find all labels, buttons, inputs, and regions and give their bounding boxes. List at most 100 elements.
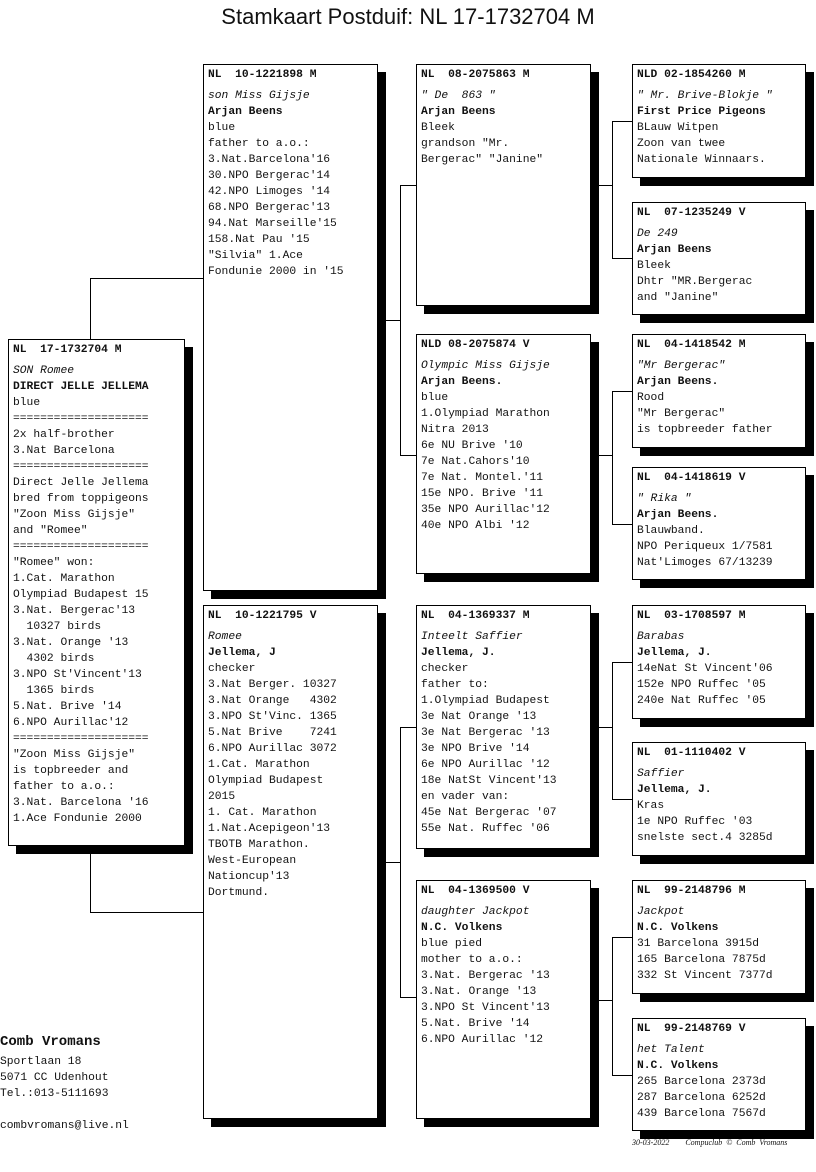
detail-line: 1.Cat. Marathon: [208, 759, 310, 771]
connector-line: [400, 185, 401, 455]
detail-line: Bleek: [637, 260, 671, 272]
detail-line: 3.Nat.Barcelona'16: [208, 154, 331, 166]
owner-email: combvromans@live.nl: [0, 1120, 129, 1132]
detail-line: Nationale Winnaars.: [637, 154, 766, 166]
detail-line: 6e NU Brive '10: [421, 440, 523, 452]
pigeon-name: Inteelt Saffier: [421, 631, 523, 643]
detail-line: 3.NPO St Vincent'13: [421, 1002, 550, 1014]
connector-line: [612, 391, 632, 392]
detail-line: 2x half-brother: [13, 429, 115, 441]
pigeon-name: De 249: [637, 228, 678, 240]
detail-line: 5.Nat Brive 7241: [208, 727, 337, 739]
pigeon-card-gg-4: NL 04-1418619 V" Rika "Arjan Beens.Blauw…: [632, 467, 806, 580]
breeder-name: Arjan Beens: [421, 106, 496, 118]
ring-number: NL 10-1221795 V: [208, 610, 317, 622]
ring-number: NL 99-2148769 V: [637, 1023, 746, 1035]
detail-line: 1. Cat. Marathon: [208, 807, 317, 819]
detail-line: Nat'Limoges 67/13239: [637, 557, 773, 569]
detail-line: Olympiad Budapest: [208, 775, 324, 787]
detail-line: 4302 birds: [13, 653, 95, 665]
ring-number: NL 01-1110402 V: [637, 747, 746, 759]
detail-line: 7e Nat.Cahors'10: [421, 456, 530, 468]
detail-line: ====================: [13, 733, 149, 745]
detail-line: 3.Nat. Orange '13: [13, 637, 129, 649]
detail-line: 3e Nat Bergerac '13: [421, 727, 550, 739]
detail-line: NPO Periqueux 1/7581: [637, 541, 773, 553]
pigeon-name: " Mr. Brive-Blokje ": [637, 90, 773, 102]
ring-number: NL 17-1732704 M: [13, 344, 122, 356]
detail-line: 15e NPO. Brive '11: [421, 488, 544, 500]
detail-line: 3.Nat Berger. 10327: [208, 679, 337, 691]
detail-line: 265 Barcelona 2373d: [637, 1076, 766, 1088]
detail-line: "Romee" won:: [13, 557, 95, 569]
breeder-name: Arjan Beens.: [637, 376, 719, 388]
detail-line: 6.NPO Aurillac 3072: [208, 743, 337, 755]
detail-line: 3e NPO Brive '14: [421, 743, 530, 755]
connector-line: [612, 121, 613, 258]
connector-line: [612, 799, 632, 800]
detail-line: 3.Nat. Orange '13: [421, 986, 537, 998]
ring-number: NL 04-1369500 V: [421, 885, 530, 897]
detail-line: Nitra 2013: [421, 424, 489, 436]
ring-number: NL 99-2148796 M: [637, 885, 746, 897]
detail-line: 6.NPO Aurillac'12: [13, 717, 129, 729]
detail-line: 158.Nat Pau '15: [208, 234, 310, 246]
connector-line: [378, 320, 400, 321]
breeder-name: DIRECT JELLE JELLEMA: [13, 381, 149, 393]
detail-line: 3.Nat. Barcelona '16: [13, 797, 149, 809]
detail-line: 7e Nat. Montel.'11: [421, 472, 544, 484]
detail-line: 94.Nat Marseille'15: [208, 218, 337, 230]
detail-line: 40e NPO Albi '12: [421, 520, 530, 532]
pigeon-name: het Talent: [637, 1044, 705, 1056]
connector-line: [400, 727, 416, 728]
pigeon-name: daughter Jackpot: [421, 906, 530, 918]
breeder-name: First Price Pigeons: [637, 106, 766, 118]
connector-line: [90, 912, 203, 913]
detail-line: 10327 birds: [13, 621, 102, 633]
breeder-name: Jellema, J.: [637, 784, 712, 796]
detail-line: 3.NPO St'Vinc. 1365: [208, 711, 337, 723]
detail-line: 3.Nat. Bergerac '13: [421, 970, 550, 982]
connector-line: [90, 278, 203, 279]
detail-line: 45e Nat Bergerac '07: [421, 807, 557, 819]
detail-line: 30.NPO Bergerac'14: [208, 170, 331, 182]
connector-line: [612, 391, 613, 524]
pigeon-card-gg-3: NL 04-1418542 M"Mr Bergerac"Arjan Beens.…: [632, 334, 806, 448]
detail-line: 3.Nat Orange 4302: [208, 695, 337, 707]
detail-line: 332 St Vincent 7377d: [637, 970, 773, 982]
detail-line: Dortmund.: [208, 887, 270, 899]
detail-line: 2015: [208, 791, 236, 803]
ring-number: NL 04-1418542 M: [637, 339, 746, 351]
detail-line: 1.Olympiad Budapest: [421, 695, 550, 707]
detail-line: father to a.o.:: [13, 781, 115, 793]
connector-line: [612, 662, 613, 799]
credit-text: Compuclub © Comb Vromans: [685, 1138, 788, 1147]
detail-line: is topbreeder father: [637, 424, 773, 436]
connector-line: [612, 662, 632, 663]
breeder-name: Arjan Beens.: [421, 376, 503, 388]
ring-number: NLD 02-1854260 M: [637, 69, 746, 81]
detail-line: 6.NPO Aurillac '12: [421, 1034, 544, 1046]
detail-line: Dhtr "MR.Bergerac: [637, 276, 753, 288]
detail-line: grandson "Mr.: [421, 138, 510, 150]
detail-line: Blauwband.: [637, 525, 705, 537]
detail-line: ====================: [13, 541, 149, 553]
owner-name: Comb Vromans: [0, 1034, 101, 1050]
detail-line: TBOTB Marathon.: [208, 839, 310, 851]
ring-number: NL 04-1418619 V: [637, 472, 746, 484]
detail-line: is topbreeder and: [13, 765, 129, 777]
detail-line: 152e NPO Ruffec '05: [637, 679, 766, 691]
detail-line: father to a.o.:: [208, 138, 310, 150]
pigeon-name: SON Romee: [13, 365, 75, 377]
ring-number: NLD 08-2075874 V: [421, 339, 530, 351]
connector-line: [90, 853, 91, 912]
detail-line: 3.NPO St'Vincent'13: [13, 669, 142, 681]
detail-line: Fondunie 2000 in '15: [208, 266, 344, 278]
